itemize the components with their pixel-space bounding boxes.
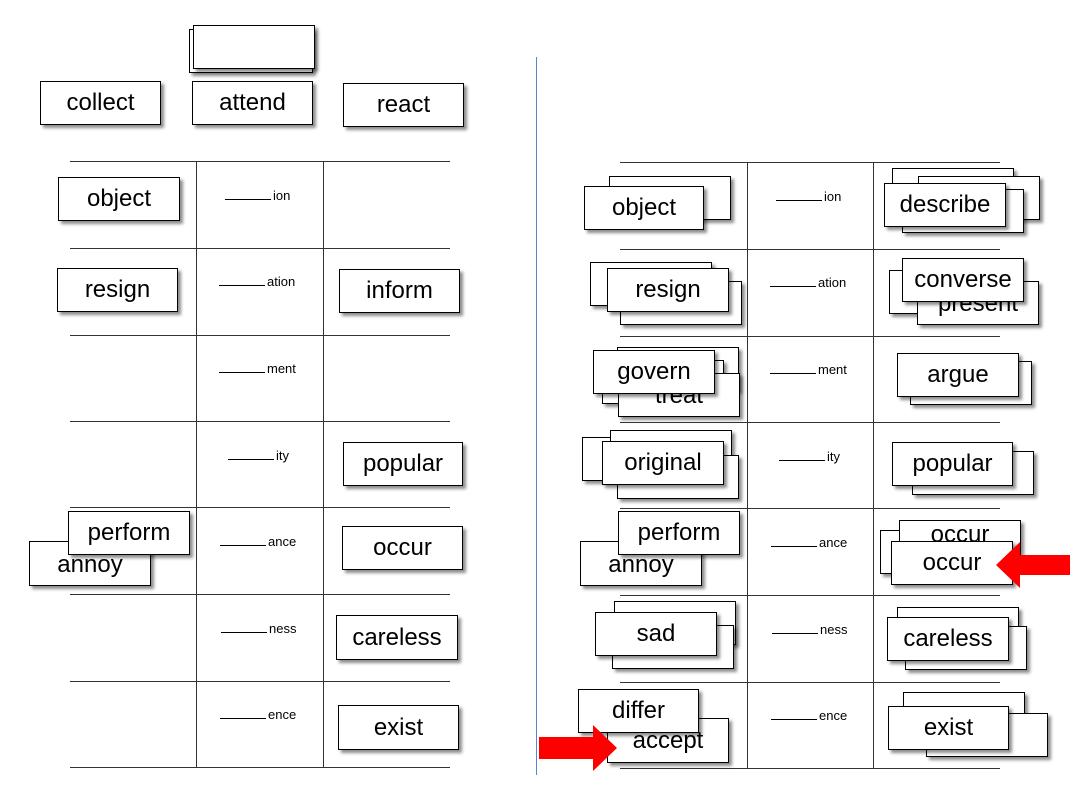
suffix-ment: ment xyxy=(770,362,847,377)
row-line xyxy=(620,595,1000,596)
suffix-ness: ness xyxy=(772,622,847,637)
row-line xyxy=(620,508,1000,509)
card-object[interactable]: object xyxy=(584,186,704,230)
card-popular[interactable]: popular xyxy=(892,442,1013,486)
row-line xyxy=(70,248,450,249)
card-sad[interactable]: sad xyxy=(595,612,717,656)
card-careless[interactable]: careless xyxy=(336,615,458,660)
row-line xyxy=(70,767,450,768)
row-line xyxy=(70,507,450,508)
card-react[interactable]: react xyxy=(343,83,464,127)
suffix-ity: ity xyxy=(228,448,289,463)
arrow-right-icon xyxy=(539,725,617,771)
card-collect[interactable]: collect xyxy=(40,81,161,125)
page-divider xyxy=(536,57,537,775)
card-original[interactable]: original xyxy=(602,441,724,485)
suffix-ment: ment xyxy=(219,361,296,376)
suffix-ion: ion xyxy=(225,188,290,203)
card-perform[interactable]: perform xyxy=(68,511,190,555)
row-line xyxy=(620,162,1000,163)
card-differ[interactable]: differ xyxy=(578,689,699,733)
row-line xyxy=(70,161,450,162)
card-resign[interactable]: resign xyxy=(57,268,178,312)
row-line xyxy=(620,768,1000,769)
card-resign[interactable]: resign xyxy=(607,268,729,312)
arrow-left-icon xyxy=(996,542,1070,588)
card-exist[interactable]: exist xyxy=(888,706,1009,750)
card-occur[interactable]: occur xyxy=(891,541,1013,585)
col-line xyxy=(873,162,874,768)
row-line xyxy=(620,336,1000,337)
card-attend[interactable]: attend xyxy=(192,81,313,125)
suffix-ance: ance xyxy=(220,534,296,549)
suffix-ion: ion xyxy=(776,189,841,204)
card-argue[interactable]: argue xyxy=(897,353,1019,397)
card-perform[interactable]: perform xyxy=(618,511,740,555)
card-exist[interactable]: exist xyxy=(338,705,459,750)
col-line xyxy=(747,162,748,768)
row-line xyxy=(70,335,450,336)
row-line xyxy=(620,682,1000,683)
col-line xyxy=(323,161,324,767)
blank-card[interactable] xyxy=(193,25,315,69)
suffix-ance: ance xyxy=(771,535,847,550)
col-line xyxy=(196,161,197,767)
card-careless[interactable]: careless xyxy=(887,617,1009,661)
card-popular[interactable]: popular xyxy=(343,442,463,486)
suffix-ation: ation xyxy=(219,274,295,289)
card-describe[interactable]: describe xyxy=(884,183,1006,227)
card-govern[interactable]: govern xyxy=(593,350,715,394)
card-object[interactable]: object xyxy=(58,177,180,221)
suffix-ness: ness xyxy=(221,621,296,636)
card-inform[interactable]: inform xyxy=(339,269,460,313)
suffix-ation: ation xyxy=(770,275,846,290)
suffix-ence: ence xyxy=(771,708,847,723)
suffix-ence: ence xyxy=(220,707,296,722)
card-occur[interactable]: occur xyxy=(342,526,463,570)
row-line xyxy=(70,594,450,595)
row-line xyxy=(70,421,450,422)
row-line xyxy=(620,422,1000,423)
suffix-ity: ity xyxy=(779,449,840,464)
row-line xyxy=(620,249,1000,250)
card-converse[interactable]: converse xyxy=(902,258,1024,302)
row-line xyxy=(70,681,450,682)
